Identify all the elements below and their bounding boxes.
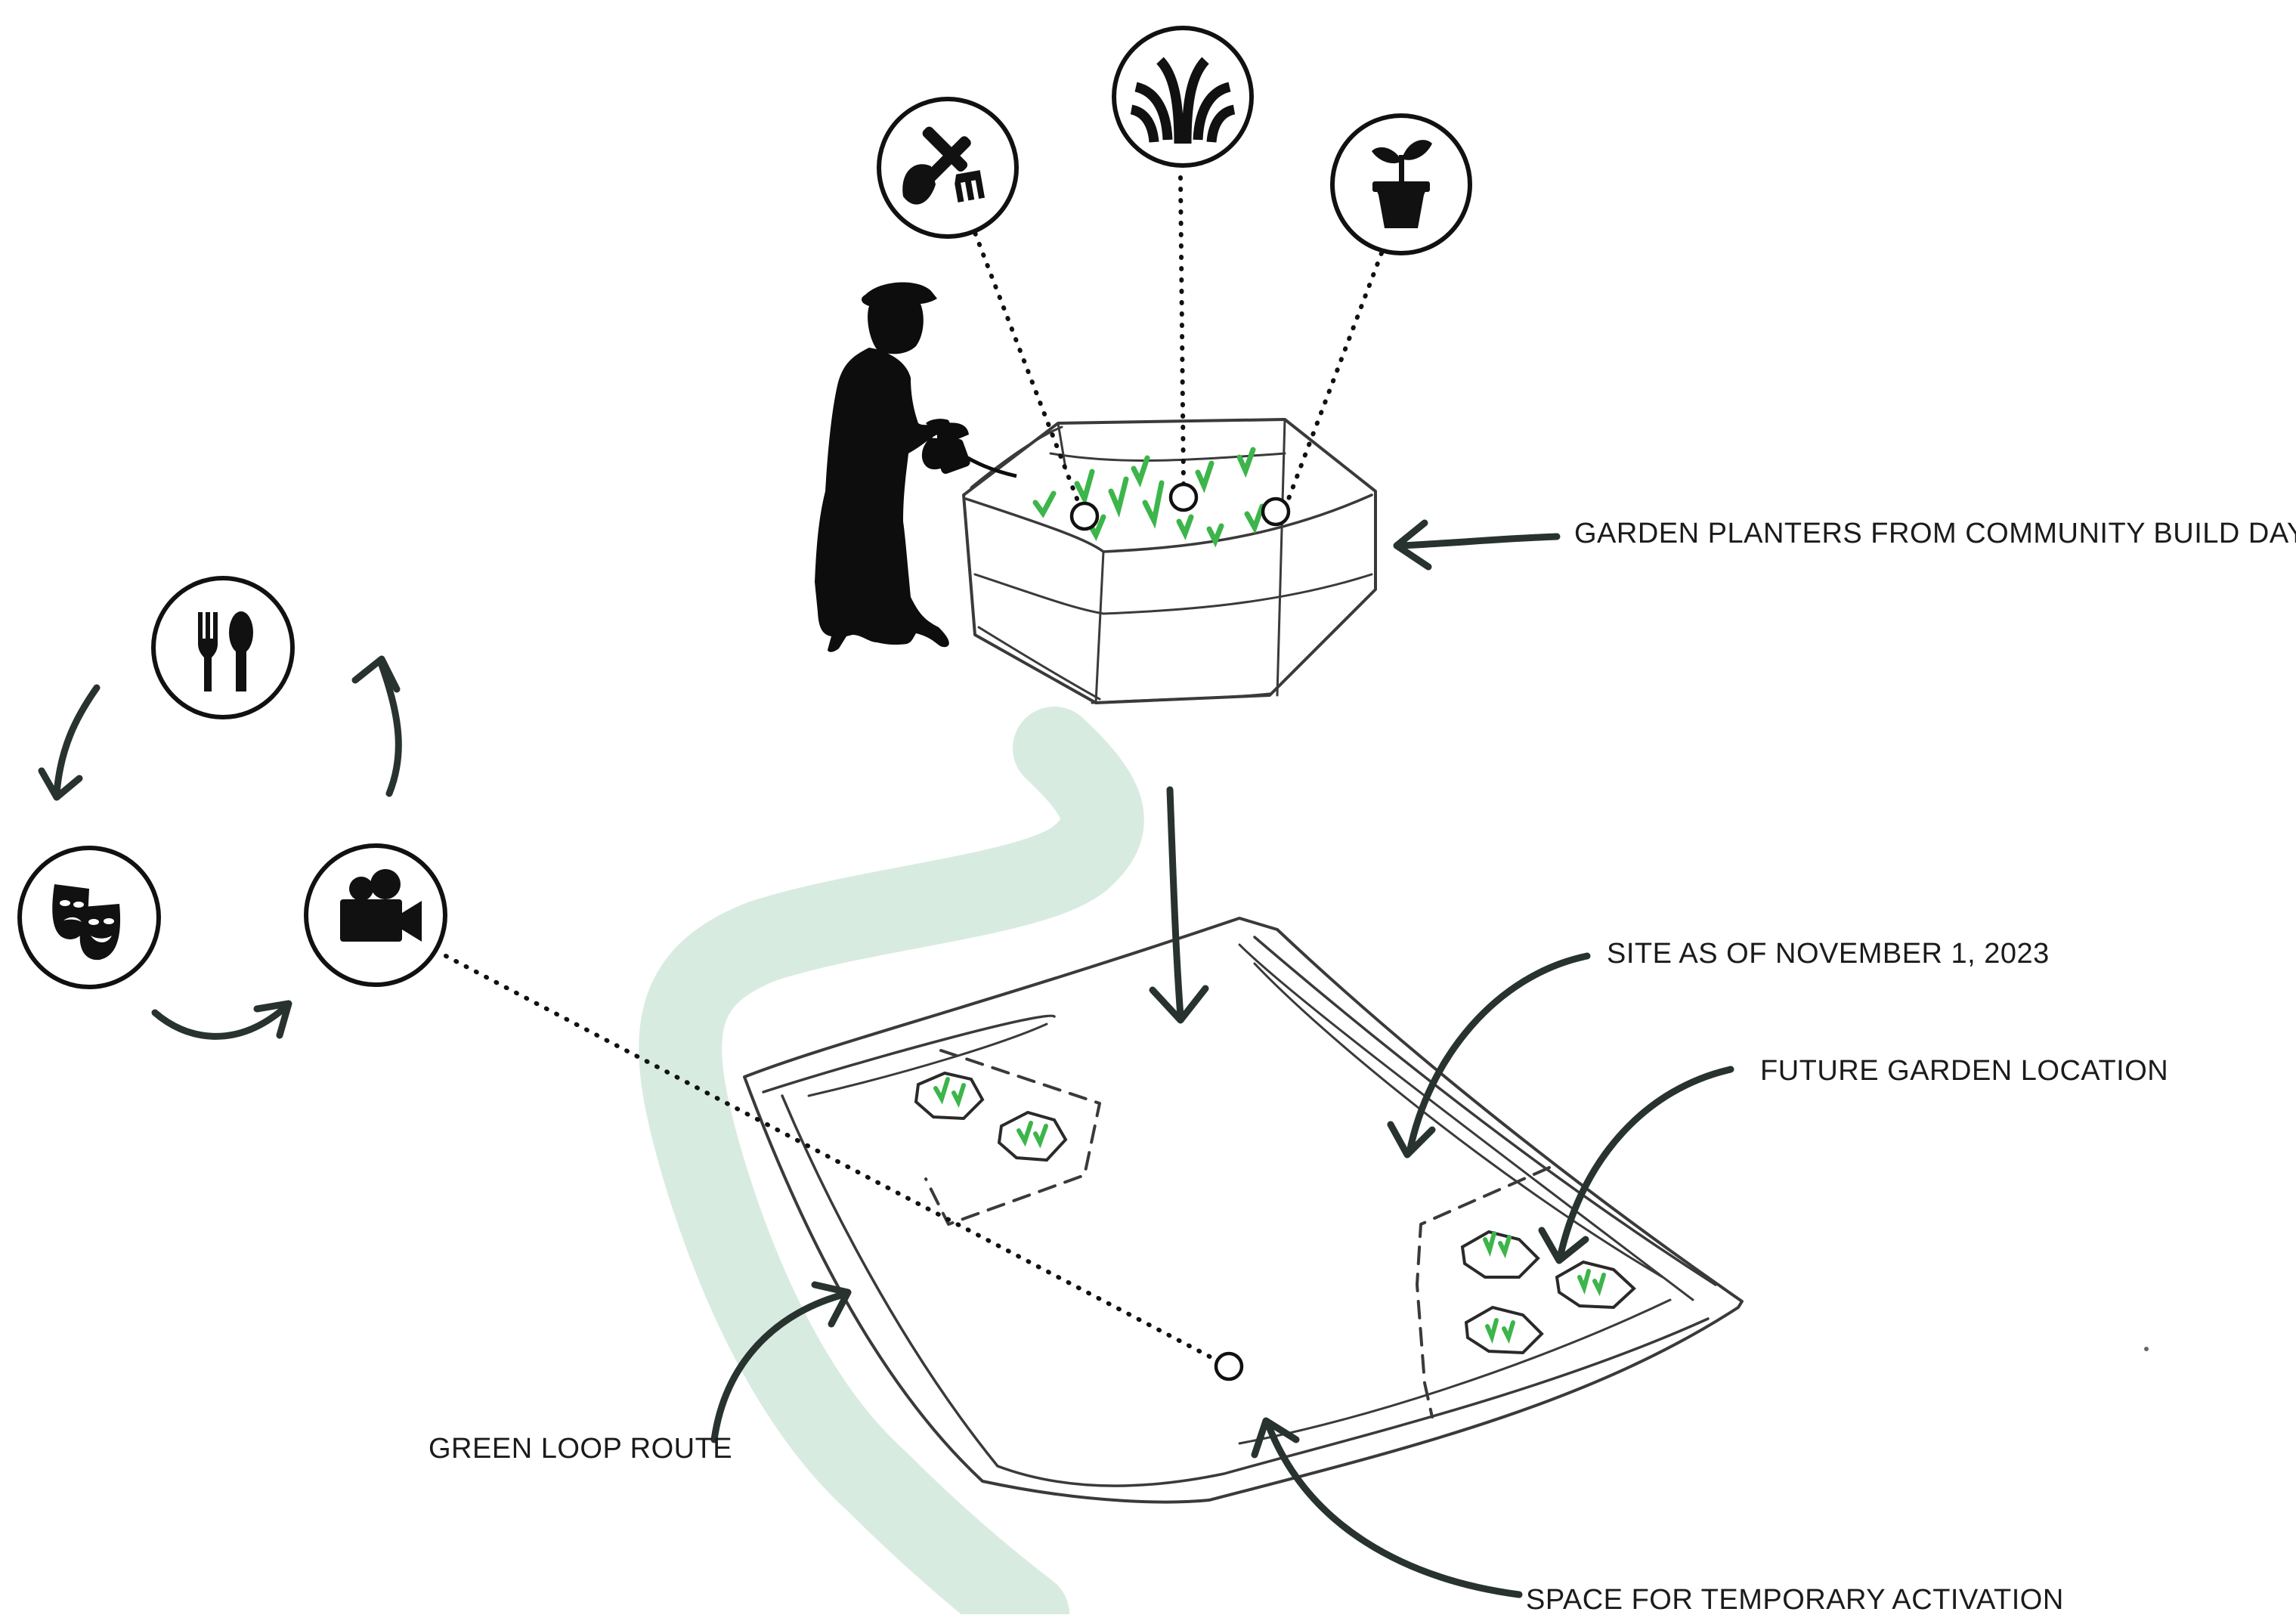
label-green-loop: GREEN LOOP ROUTE: [429, 1433, 733, 1465]
fork-spoon-icon: [151, 576, 295, 719]
left-plot-planters: [914, 1071, 1068, 1162]
garden-planters-pointer-arrow: [1393, 519, 1561, 571]
theater-masks-icon: [17, 846, 161, 989]
field-rows-icon: [1112, 26, 1254, 168]
right-plot-planters: [1460, 1230, 1636, 1355]
left-garden-plot-outline: [924, 1049, 1101, 1226]
label-future-garden: FUTURE GARDEN LOCATION: [1760, 1055, 2169, 1087]
planter-pin-center: [1168, 482, 1199, 512]
temporary-activation-pointer-arrow: [1251, 1417, 1523, 1598]
potted-plant-icon: [1330, 113, 1472, 255]
green-loop-route-band: [639, 707, 1144, 1618]
planter-pin-right: [1261, 497, 1291, 527]
speck: [2144, 1347, 2149, 1351]
activation-pin: [1214, 1351, 1244, 1381]
dotted-connector-camera: [444, 954, 1219, 1363]
label-site-as-of: SITE AS OF NOVEMBER 1, 2023: [1607, 938, 2050, 970]
site-boundary-sketch: [743, 917, 1744, 1504]
planter-pin-left: [1069, 501, 1100, 531]
garden-tools-icon: [877, 97, 1019, 239]
dotted-connector-field: [1178, 175, 1186, 486]
label-temporary-activation: SPACE FOR TEMPORARY ACTIVATION: [1526, 1584, 2064, 1616]
activity-cycle-arrows: [38, 655, 402, 1040]
green-loop-pointer-arrow: [710, 1281, 852, 1443]
site-as-of-pointer-arrow: [1387, 952, 1591, 1159]
right-garden-plot-outline: [1416, 1166, 1551, 1418]
gardener-silhouette: [815, 282, 1017, 652]
dotted-connector-tools: [969, 221, 1079, 501]
planter-to-site-arrow: [1149, 786, 1209, 1024]
dotted-connector-pot: [1286, 251, 1384, 501]
movie-camera-icon: [304, 843, 447, 987]
label-garden-planters: GARDEN PLANTERS FROM COMMUNITY BUILD DAY: [1574, 518, 2296, 549]
future-garden-pointer-arrow: [1538, 1066, 1734, 1264]
community-planter-sketch: [962, 418, 1377, 704]
